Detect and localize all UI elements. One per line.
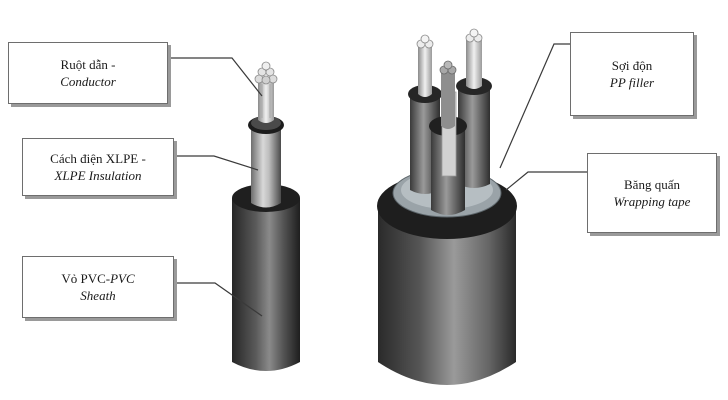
label-xlpe-vi: Cách điện XLPE - (50, 151, 146, 166)
label-pvc-vi: Vỏ PVC- (61, 271, 111, 286)
label-tape-vi: Băng quấn (624, 177, 680, 192)
three-core-cable (377, 28, 517, 385)
leader-conductor (168, 57, 263, 97)
leader-tape (505, 171, 587, 191)
pvc-sheath-body (232, 198, 300, 371)
label-pp-filler: Sợi độn PP filler (570, 32, 694, 116)
label-pvc-sheath: Vỏ PVC-PVC Sheath (22, 256, 174, 318)
single-core-cable (232, 61, 300, 371)
leader-xlpe (174, 155, 259, 171)
conductor-strands (254, 61, 278, 123)
label-filler-en: PP filler (609, 75, 655, 90)
label-xlpe-insulation: Cách điện XLPE - XLPE Insulation (22, 138, 174, 196)
label-conductor-vi: Ruột dẫn - (60, 57, 116, 72)
label-xlpe-en: XLPE Insulation (54, 168, 142, 183)
label-wrapping-tape: Băng quấn Wrapping tape (587, 153, 717, 233)
leader-pvc (174, 282, 263, 317)
label-pvc-line1: Vỏ PVC-PVC (61, 270, 134, 287)
label-conductor-en: Conductor (60, 74, 116, 89)
label-conductor: Ruột dẫn - Conductor (8, 42, 168, 104)
label-pvc-en-inline: PVC (110, 271, 135, 286)
outer-sheath-body (378, 208, 516, 385)
core-conductors (416, 28, 483, 129)
leader-filler (499, 43, 570, 169)
xlpe-insulation-body (251, 126, 281, 208)
leader-lines (168, 43, 587, 317)
label-filler-vi: Sợi độn (611, 58, 653, 73)
label-pvc-en: Sheath (80, 288, 116, 303)
label-tape-en: Wrapping tape (613, 194, 691, 209)
